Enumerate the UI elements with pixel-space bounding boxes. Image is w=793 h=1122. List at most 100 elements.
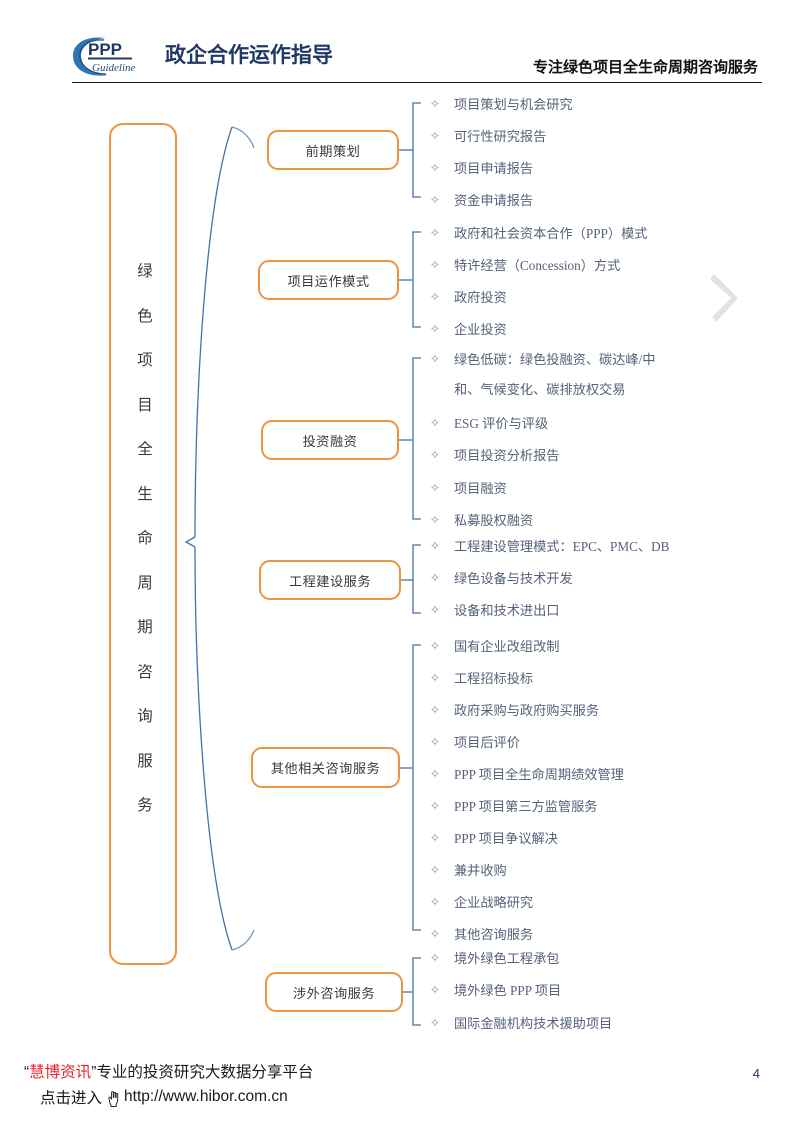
ppp-wordmark-icon: PPP Guideline [88,40,135,74]
leaf-label: 政府投资 [454,290,507,305]
leaf-item[interactable]: ✧ 项目后评价 [428,734,520,751]
diamond-bullet-icon: ✧ [429,639,441,653]
leaf-item[interactable]: ✧ PPP 项目第三方监管服务 [428,798,598,815]
leaf-label: 特许经营（Concession）方式 [454,258,621,273]
diamond-bullet-icon: ✧ [429,951,441,965]
root-char: 周 [137,574,153,592]
leaf-label: 绿色设备与技术开发 [454,571,573,586]
leaf-item[interactable]: ✧ ESG 评价与评级 [428,415,548,432]
leaf-item[interactable]: ✧ PPP 项目争议解决 [428,830,558,847]
diamond-bullet-icon: ✧ [429,703,441,717]
category-node-投资融资[interactable]: 投资融资 [261,420,399,460]
leaf-item[interactable]: ✧ 项目策划与机会研究 [428,96,573,113]
leaf-label: 项目策划与机会研究 [454,97,573,112]
diamond-bullet-icon: ✧ [429,735,441,749]
leaf-item[interactable]: ✧ 兼并收购 [428,862,507,879]
diamond-bullet-icon: ✧ [429,671,441,685]
quote-close: ” [91,1064,97,1081]
leaf-label: 兼并收购 [454,863,507,878]
diamond-bullet-icon: ✧ [429,416,441,430]
leaf-item[interactable]: ✧ 资金申请报告 [428,192,533,209]
leaf-label: 绿色低碳：绿色投融资、碳达峰/中 [454,352,656,367]
footer-tagline-rest: 专业的投资研究大数据分享平台 [96,1064,314,1081]
root-char: 务 [137,797,153,814]
leaf-label: ESG 评价与评级 [454,416,549,431]
leaf-item[interactable]: ✧ 政府采购与政府购买服务 [428,702,599,719]
root-node-label: 绿 色 项 目 全 生 命 周 期 咨 询 服 务 [111,250,179,829]
diamond-bullet-icon: ✧ [429,767,441,781]
leaf-item[interactable]: ✧ 国际金融机构技术援助项目 [428,1015,613,1032]
diamond-bullet-icon: ✧ [429,603,441,617]
leaf-label-continued: 和、气候变化、碳排放权交易 [454,382,626,397]
root-char: 项 [137,352,153,369]
logo-chinese-title: 政企合作运作指导 [165,44,333,67]
diamond-bullet-icon: ✧ [429,1016,441,1030]
leaf-item[interactable]: ✧ 工程建设管理模式：EPC、PMC、DB [428,538,670,555]
leaf-item[interactable]: ✧ 国有企业改组改制 [428,638,560,655]
footer-tagline: “慧博资讯”专业的投资研究大数据分享平台 [24,1060,313,1082]
leaf-label: 私募股权融资 [454,513,534,528]
leaf-item[interactable]: ✧ 可行性研究报告 [428,128,547,145]
root-char: 全 [137,441,153,458]
diamond-bullet-icon: ✧ [429,226,441,240]
category-node-其他相关咨询服务[interactable]: 其他相关咨询服务 [251,747,400,788]
leaf-label: PPP 项目全生命周期绩效管理 [454,767,624,782]
svg-text:PPP: PPP [88,40,122,59]
category-node-前期策划[interactable]: 前期策划 [267,130,399,170]
leaf-item[interactable]: ✧ 项目投资分析报告 [428,447,560,464]
leaf-item[interactable]: ✧ 绿色设备与技术开发 [428,570,573,587]
diamond-bullet-icon: ✧ [429,97,441,111]
leaf-label: PPP 项目争议解决 [454,831,558,846]
leaf-item[interactable]: ✧ 境外绿色 PPP 项目 [428,982,561,999]
header-tagline: 专注绿色项目全生命周期咨询服务 [532,59,758,76]
leaf-label: 可行性研究报告 [454,129,547,144]
diamond-bullet-icon: ✧ [429,290,441,304]
leaf-label: 工程建设管理模式：EPC、PMC、DB [454,539,670,554]
leaf-item[interactable]: ✧ 绿色低碳：绿色投融资、碳达峰/中 和、气候变化、碳排放权交易 [428,351,656,398]
leaf-item[interactable]: ✧ 私募股权融资 [428,512,533,529]
leaf-label: 项目申请报告 [454,161,534,176]
diamond-bullet-icon: ✧ [429,258,441,272]
leaf-label: 企业投资 [454,322,507,337]
leaf-item[interactable]: ✧ 项目申请报告 [428,160,533,177]
leaf-item[interactable]: ✧ PPP 项目全生命周期绩效管理 [428,766,624,783]
leaf-item[interactable]: ✧ 企业战略研究 [428,894,533,911]
leaf-label: PPP 项目第三方监管服务 [454,799,598,814]
root-char: 目 [137,396,153,414]
root-char: 咨 [137,663,153,681]
header-divider [72,82,762,83]
category-node-项目运作模式[interactable]: 项目运作模式 [258,260,399,300]
leaf-item[interactable]: ✧ 工程招标投标 [428,670,533,687]
category-node-工程建设服务[interactable]: 工程建设服务 [259,560,401,600]
leaf-item[interactable]: ✧ 特许经营（Concession）方式 [428,257,621,274]
quote-open: “ [24,1064,30,1081]
leaf-item[interactable]: ✧ 企业投资 [428,321,507,338]
diamond-bullet-icon: ✧ [429,322,441,336]
leaf-label: 资金申请报告 [454,193,534,208]
brand-logo: PPP Guideline 政企合作运作指导 [70,33,333,79]
root-char: 服 [137,752,153,770]
leaf-label: 设备和技术进出口 [454,603,560,618]
leaf-item[interactable]: ✧ 境外绿色工程承包 [428,950,560,967]
diamond-bullet-icon: ✧ [429,831,441,845]
category-node-涉外咨询服务[interactable]: 涉外咨询服务 [265,972,403,1012]
leaf-label: 国际金融机构技术援助项目 [454,1016,613,1031]
leaf-item[interactable]: ✧ 设备和技术进出口 [428,602,560,619]
footer-url[interactable]: http://www.hibor.com.cn [124,1088,288,1105]
leaf-item[interactable]: ✧ 项目融资 [428,480,507,497]
diamond-bullet-icon: ✧ [429,539,441,553]
root-char: 命 [137,530,153,547]
leaf-label: 政府采购与政府购买服务 [454,703,600,718]
leaf-item[interactable]: ✧ 政府和社会资本合作（PPP）模式 [428,225,648,242]
diamond-bullet-icon: ✧ [429,448,441,462]
leaf-item[interactable]: ✧ 其他咨询服务 [428,926,533,943]
diamond-bullet-icon: ✧ [429,799,441,813]
diamond-bullet-icon: ✧ [429,352,441,366]
root-char: 询 [137,708,153,725]
diamond-bullet-icon: ✧ [429,513,441,527]
leaf-label: 政府和社会资本合作（PPP）模式 [454,226,648,241]
leaf-item[interactable]: ✧ 政府投资 [428,289,507,306]
svg-text:Guideline: Guideline [92,62,135,74]
